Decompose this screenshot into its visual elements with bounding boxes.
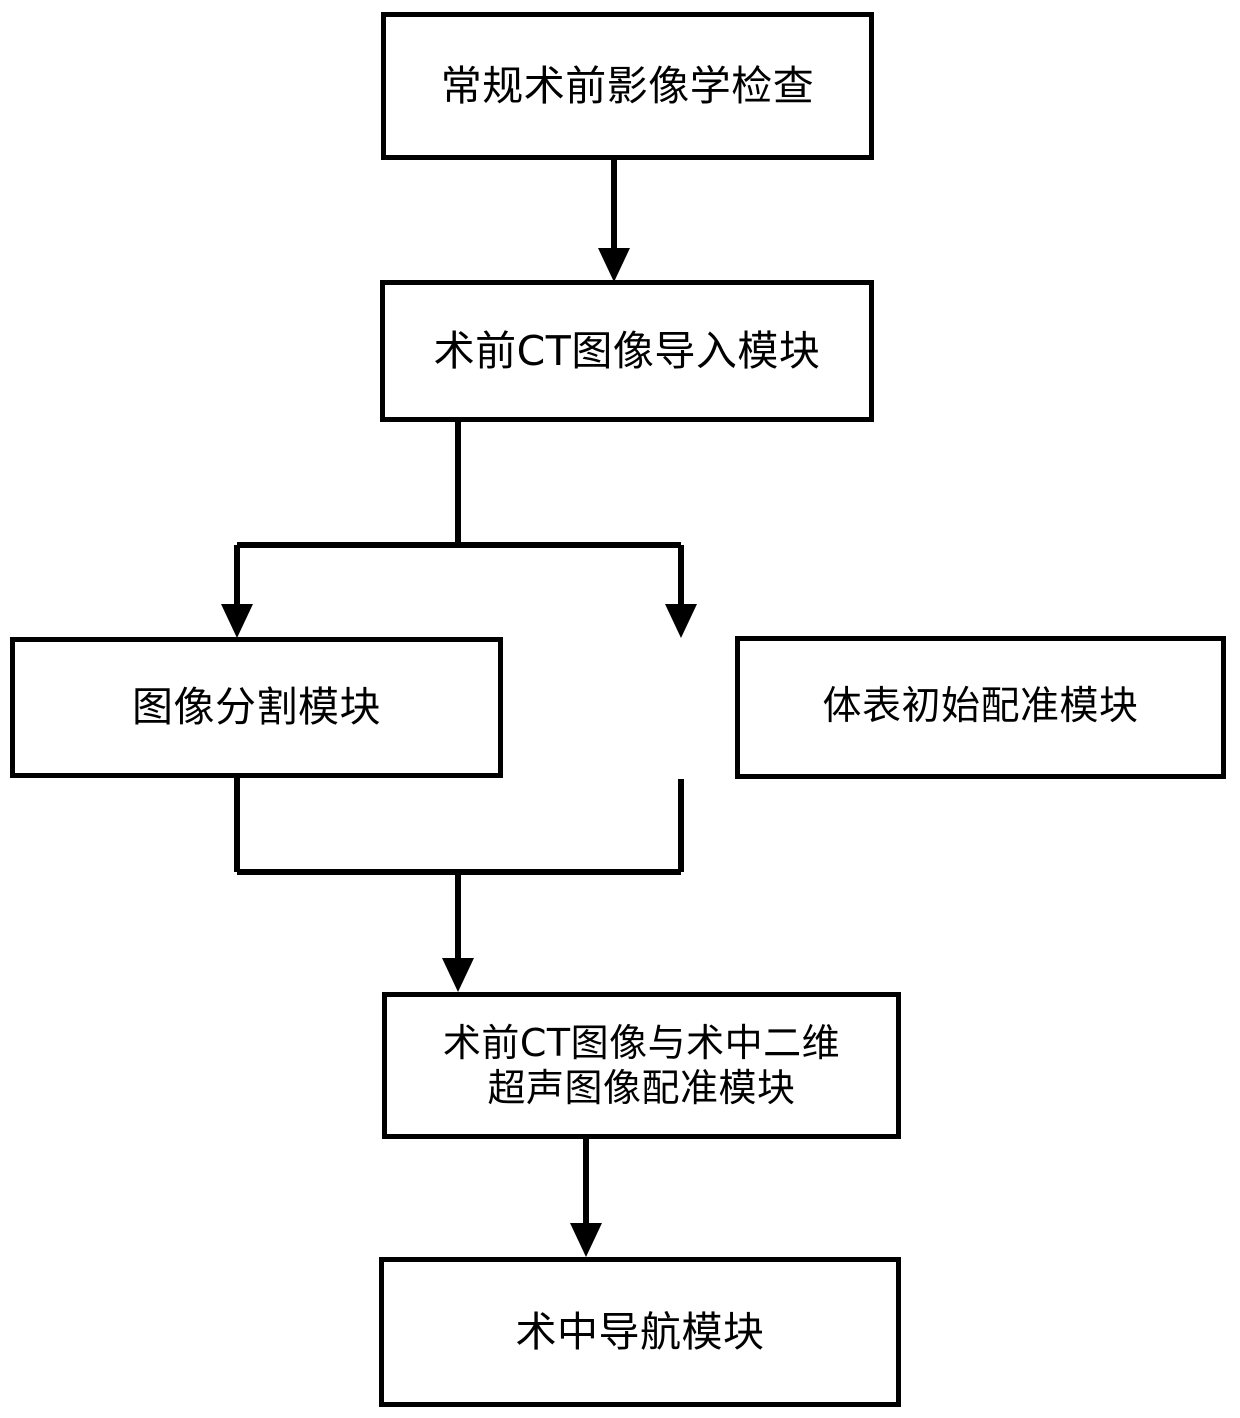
edge-n5-n6 [570, 1139, 602, 1257]
node-label: 图像分割模块 [132, 683, 381, 732]
node-label: 术前CT图像与术中二维 超声图像配准模块 [442, 1020, 841, 1110]
node-intraoperative-navigation-module[interactable]: 术中导航模块 [379, 1257, 901, 1407]
node-image-segmentation-module[interactable]: 图像分割模块 [10, 637, 503, 778]
arrowhead-icon [665, 604, 697, 638]
arrowhead-icon [442, 958, 474, 992]
node-body-surface-initial-registration-module[interactable]: 体表初始配准模块 [735, 636, 1226, 779]
arrowhead-icon [598, 248, 630, 282]
node-preop-imaging-exam[interactable]: 常规术前影像学检查 [381, 12, 874, 160]
node-label: 体表初始配准模块 [822, 684, 1139, 730]
node-label: 术中导航模块 [515, 1307, 765, 1356]
edge-n2-split [237, 422, 681, 548]
arrowhead-icon [570, 1223, 602, 1257]
edge-split-n4 [665, 545, 697, 638]
edge-split-n3 [221, 545, 253, 638]
arrowhead-icon [221, 604, 253, 638]
edge-n1-n2 [598, 160, 630, 282]
node-label: 术前CT图像导入模块 [433, 326, 821, 375]
edge-merge-n5 [237, 869, 681, 992]
node-preop-ct-import-module[interactable]: 术前CT图像导入模块 [380, 280, 874, 422]
node-label: 常规术前影像学检查 [440, 61, 815, 110]
node-ct-ultrasound-registration-module[interactable]: 术前CT图像与术中二维 超声图像配准模块 [382, 992, 901, 1139]
